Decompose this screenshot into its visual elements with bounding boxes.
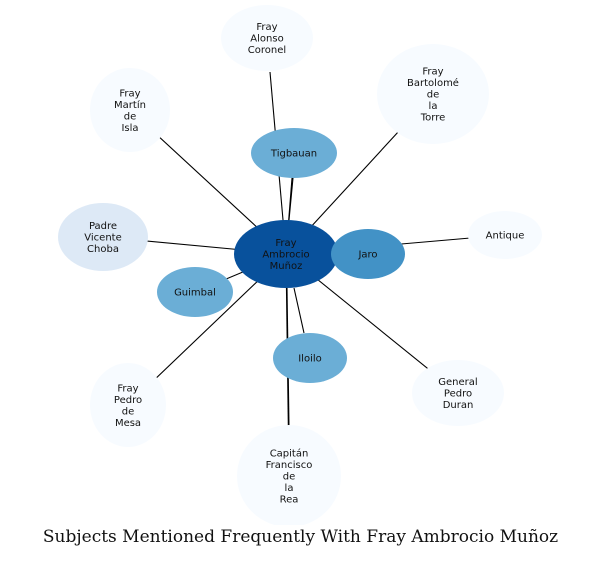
node-iloilo-label-line: Iloilo [298,354,322,365]
node-bartolome-label-line: Torre [420,113,446,124]
node-martin-label-line: Martín [114,99,146,111]
node-rea-label-line: Francisco [266,460,313,471]
node-duran-label-line: General [438,377,477,388]
node-martin-label-line: Fray [119,88,140,99]
node-martin-ellipse [90,68,170,152]
node-iloilo-ellipse [273,333,347,383]
node-duran-label-line: Pedro [444,389,472,400]
node-tigbauan-ellipse [251,128,337,178]
node-center-label-line: Ambrocio [262,250,309,261]
diagram-title: Subjects Mentioned Frequently With Fray … [42,527,559,547]
node-tigbauan-label-line: Tigbauan [270,149,317,160]
node-rea-label-line: de [283,472,296,483]
node-guimbal-label-line: Guimbal [174,288,216,299]
node-mesa-label-line: Mesa [115,418,141,429]
node-group: FrayAlonsoCoronelFrayBartolomédelaTorreF… [58,5,542,525]
node-mesa-label-line: de [122,406,135,417]
node-rea-label-line: Capitán [270,448,309,460]
node-martin-label-line: Isla [121,123,138,134]
node-antique-ellipse [468,211,542,259]
network-diagram: FrayAlonsoCoronelFrayBartolomédelaTorreF… [58,5,542,525]
node-alonso-label-line: Alonso [250,34,283,45]
node-bartolome-label-line: Fray [422,67,443,78]
node-choba-label-line: Padre [89,221,117,232]
node-rea-label-line: Rea [280,495,299,506]
node-alonso-label-line: Fray [256,22,277,33]
node-center-label-line: Fray [275,238,296,249]
node-jaro-ellipse [331,229,405,279]
node-jaro[interactable]: Jaro [331,229,405,279]
node-antique[interactable]: Antique [468,211,542,259]
node-jaro-label-line: Jaro [357,250,377,261]
node-choba-ellipse [58,203,148,271]
node-alonso-ellipse [221,5,313,71]
node-alonso-label-line: Coronel [248,45,286,56]
edge-tigbauan-center-return [288,177,294,221]
node-center-ellipse [234,220,338,288]
node-guimbal[interactable]: Guimbal [157,267,233,317]
node-bartolome-ellipse [377,44,489,144]
node-rea-label-line: la [285,483,294,494]
node-tigbauan[interactable]: Tigbauan [251,128,337,178]
node-center-label-line: Muñoz [270,261,303,272]
node-duran-ellipse [412,360,504,426]
node-choba-label-line: Choba [87,244,119,255]
node-rea-ellipse [237,425,341,525]
edge-iloilo-center-return [293,287,305,334]
node-choba-label-line: Vicente [84,233,121,244]
node-mesa-label-line: Fray [117,383,138,394]
node-bartolome-label-line: Bartolomé [407,77,459,89]
node-bartolome-label-line: la [429,101,438,112]
node-mesa-label-line: Pedro [114,395,142,406]
node-bartolome-label-line: de [427,90,440,101]
node-martin-label-line: de [124,111,137,122]
node-antique-label-line: Antique [486,231,525,242]
node-duran-label-line: Duran [443,400,474,411]
node-iloilo[interactable]: Iloilo [273,333,347,383]
node-mesa-ellipse [90,363,166,447]
node-guimbal-ellipse [157,267,233,317]
